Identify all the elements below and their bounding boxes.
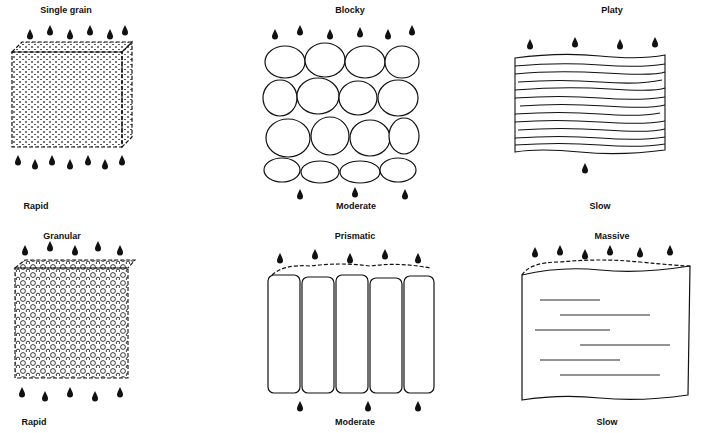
water-drops	[527, 37, 658, 174]
prismatic-columns	[268, 264, 434, 393]
drainage-rate: Rapid	[23, 202, 48, 212]
granular-block	[15, 260, 135, 378]
drainage-rate: Rapid	[21, 418, 46, 428]
platy-layers	[515, 54, 665, 153]
structure-title: Granular	[43, 232, 81, 242]
structure-title: Massive	[594, 232, 629, 242]
structure-title: Prismatic	[335, 232, 376, 242]
drainage-rate: Slow	[589, 202, 610, 212]
structure-title: Blocky	[335, 6, 365, 16]
water-drops	[15, 25, 128, 170]
structure-title: Platy	[601, 6, 623, 16]
drainage-rate: Slow	[596, 418, 617, 428]
drainage-rate: Moderate	[336, 202, 376, 212]
massive-block	[522, 260, 690, 400]
structure-title: Single grain	[40, 6, 92, 16]
water-drops	[277, 249, 421, 412]
blocky-peds	[263, 43, 419, 183]
water-drops	[19, 241, 123, 402]
drainage-rate: Moderate	[335, 418, 375, 428]
water-drops	[272, 25, 415, 200]
water-drops	[532, 245, 673, 260]
single-grain-block	[12, 42, 132, 147]
